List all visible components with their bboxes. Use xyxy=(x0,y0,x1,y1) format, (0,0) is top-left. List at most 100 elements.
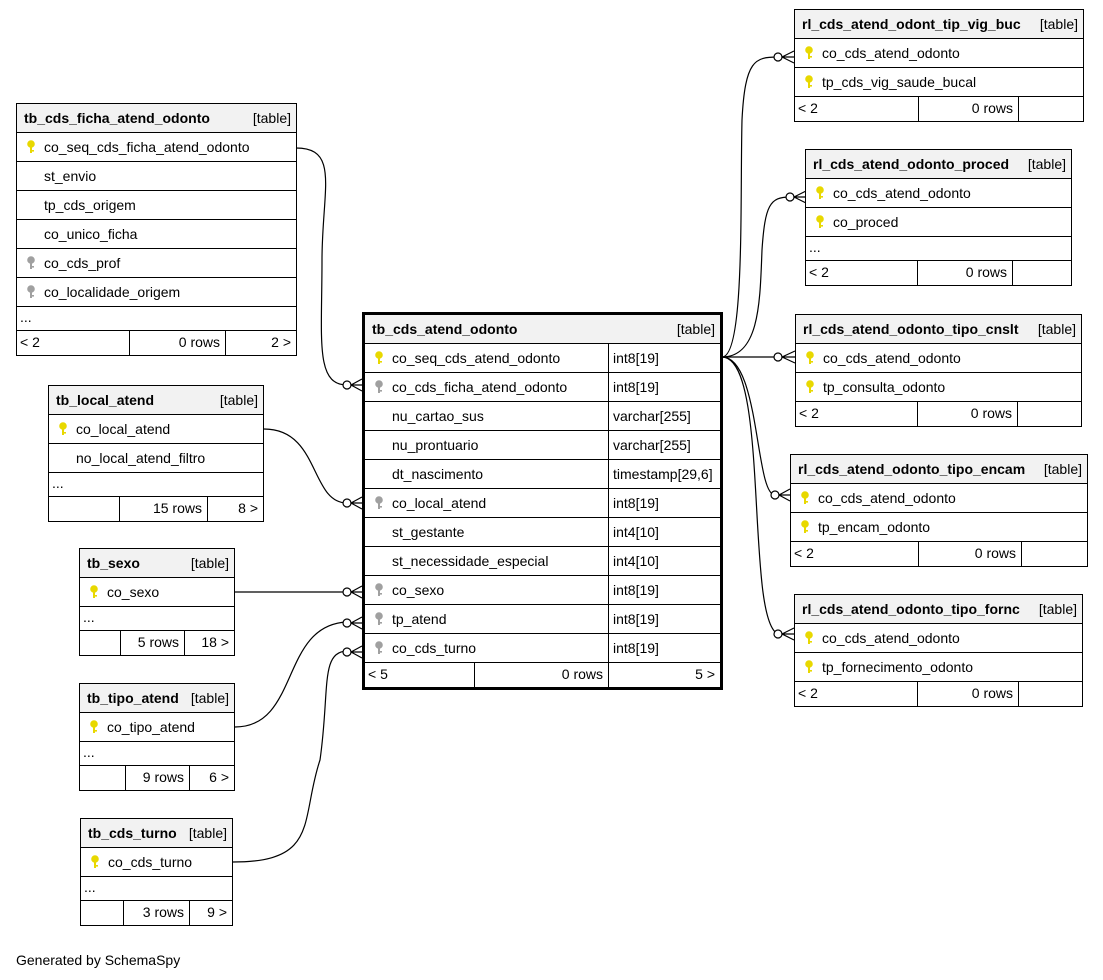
column-row[interactable]: co_local_atend xyxy=(49,415,263,444)
footer-rows: 0 rows xyxy=(970,405,1012,421)
column-name: dt_nascimento xyxy=(392,466,484,482)
footer-children[interactable]: 8 > xyxy=(238,500,258,516)
generated-by-text: Generated by SchemaSpy xyxy=(16,952,181,968)
column-row[interactable]: co_cds_turno xyxy=(81,848,232,877)
column-name: nu_prontuario xyxy=(392,437,479,453)
column-name: co_seq_cds_atend_odonto xyxy=(392,350,561,366)
column-name: co_local_atend xyxy=(392,495,487,511)
footer-rows: 15 rows xyxy=(152,500,202,516)
column-row[interactable]: tp_cds_vig_saude_bucal xyxy=(795,68,1083,97)
column-row[interactable]: co_cds_atend_odonto xyxy=(791,484,1087,513)
column-row[interactable]: co_unico_ficha xyxy=(17,220,296,249)
column-row[interactable]: co_tipo_atend xyxy=(80,713,234,742)
footer-parents[interactable]: < 2 xyxy=(794,545,814,561)
footer-children[interactable]: 18 > xyxy=(201,634,229,650)
footer-children[interactable]: 5 > xyxy=(695,666,715,682)
edge-turno-main xyxy=(232,650,348,863)
column-row[interactable]: co_sexo xyxy=(80,578,234,607)
table-footer: < 2 0 rows xyxy=(795,682,1082,706)
table-tb-cds-atend-odonto[interactable]: tb_cds_atend_odonto [table] co_seq_cds_a… xyxy=(362,312,723,690)
foreign-key-icon xyxy=(373,496,385,510)
ellipsis: ... xyxy=(809,239,821,255)
table-type: [table] xyxy=(190,555,229,571)
footer-rows: 0 rows xyxy=(971,685,1013,701)
table-header: rl_cds_atend_odonto_tipo_cnslt [table] xyxy=(796,315,1081,344)
column-name: co_cds_atend_odonto xyxy=(822,45,960,61)
column-name: co_cds_prof xyxy=(44,255,121,271)
ellipsis-row: ... xyxy=(81,877,232,901)
table-footer: 15 rows 8 > xyxy=(49,497,263,521)
column-row[interactable]: tp_cds_origem xyxy=(17,191,296,220)
footer-parents[interactable]: < 2 xyxy=(809,264,829,280)
table-footer: < 2 0 rows xyxy=(795,97,1083,121)
column-name: st_gestante xyxy=(392,524,465,540)
footer-parents[interactable]: < 2 xyxy=(798,685,818,701)
footer-parents[interactable]: < 2 xyxy=(798,100,818,116)
edge-ficha-main xyxy=(295,147,348,386)
table-footer: 3 rows 9 > xyxy=(81,901,232,925)
footer-children[interactable]: 6 > xyxy=(209,769,229,785)
column-type: int8[19] xyxy=(613,640,659,656)
footer-parents[interactable]: < 2 xyxy=(20,334,40,350)
ellipsis: ... xyxy=(83,744,95,760)
column-name: co_cds_ficha_atend_odonto xyxy=(392,379,568,395)
column-type: varchar[255] xyxy=(613,408,691,424)
table-tb-cds-turno[interactable]: tb_cds_turno [table] co_cds_turno ... 3 … xyxy=(80,818,233,926)
primary-key-icon xyxy=(814,186,826,200)
table-footer: < 2 0 rows xyxy=(796,402,1081,426)
column-row[interactable]: co_cds_atend_odonto xyxy=(796,344,1081,373)
table-tb-sexo[interactable]: tb_sexo [table] co_sexo ... 5 rows 18 > xyxy=(79,548,235,656)
footer-children[interactable]: 2 > xyxy=(271,334,291,350)
column-row[interactable]: st_envio xyxy=(17,162,296,191)
column-row[interactable]: co_localidade_origem xyxy=(17,278,296,307)
column-name: tp_fornecimento_odonto xyxy=(822,659,973,675)
column-row[interactable]: co_proced xyxy=(806,208,1071,237)
table-rl-cds-atend-odonto-proced[interactable]: rl_cds_atend_odonto_proced [table] co_cd… xyxy=(805,149,1072,286)
table-rl-cds-atend-odonto-tipo-cnslt[interactable]: rl_cds_atend_odonto_tipo_cnslt [table] c… xyxy=(795,314,1082,427)
ellipsis-row: ... xyxy=(49,473,263,497)
column-row[interactable]: co_cds_prof xyxy=(17,249,296,278)
table-tb-cds-ficha-atend-odonto[interactable]: tb_cds_ficha_atend_odonto [table] co_seq… xyxy=(16,103,297,356)
column-name: co_unico_ficha xyxy=(44,226,138,242)
column-name: tp_consulta_odonto xyxy=(823,379,946,395)
table-type: [table] xyxy=(219,392,258,408)
table-rl-cds-atend-odonto-tipo-encam[interactable]: rl_cds_atend_odonto_tipo_encam [table] c… xyxy=(790,454,1088,567)
primary-key-icon xyxy=(803,660,815,674)
footer-parents[interactable]: < 5 xyxy=(368,666,388,682)
table-header: tb_local_atend [table] xyxy=(49,386,263,415)
table-rl-cds-atend-odonto-tipo-fornc[interactable]: rl_cds_atend_odonto_tipo_fornc [table] c… xyxy=(794,594,1083,707)
column-row[interactable]: co_seq_cds_ficha_atend_odonto xyxy=(17,133,296,162)
column-name: co_localidade_origem xyxy=(44,284,181,300)
column-row[interactable]: tp_encam_odonto xyxy=(791,513,1087,542)
table-rl-cds-atend-odont-tip-vig-buc[interactable]: rl_cds_atend_odont_tip_vig_buc [table] c… xyxy=(794,9,1084,122)
column-row[interactable]: co_cds_atend_odonto xyxy=(795,39,1083,68)
column-row[interactable]: no_local_atend_filtro xyxy=(49,444,263,473)
column-name: tp_cds_origem xyxy=(44,197,136,213)
column-row[interactable]: co_cds_atend_odonto xyxy=(795,624,1082,653)
table-tb-tipo-atend[interactable]: tb_tipo_atend [table] co_tipo_atend ... … xyxy=(79,683,235,791)
footer-children[interactable]: 9 > xyxy=(207,904,227,920)
footer-parents[interactable]: < 2 xyxy=(799,405,819,421)
column-row[interactable]: co_cds_atend_odonto xyxy=(806,179,1071,208)
column-name: co_tipo_atend xyxy=(107,719,195,735)
footer-rows: 0 rows xyxy=(561,666,603,682)
column-row[interactable]: tp_fornecimento_odonto xyxy=(795,653,1082,682)
primary-key-icon xyxy=(25,140,37,154)
column-name: co_cds_atend_odonto xyxy=(823,350,961,366)
ellipsis: ... xyxy=(20,309,32,325)
column-row[interactable]: tp_consulta_odonto xyxy=(796,373,1081,402)
